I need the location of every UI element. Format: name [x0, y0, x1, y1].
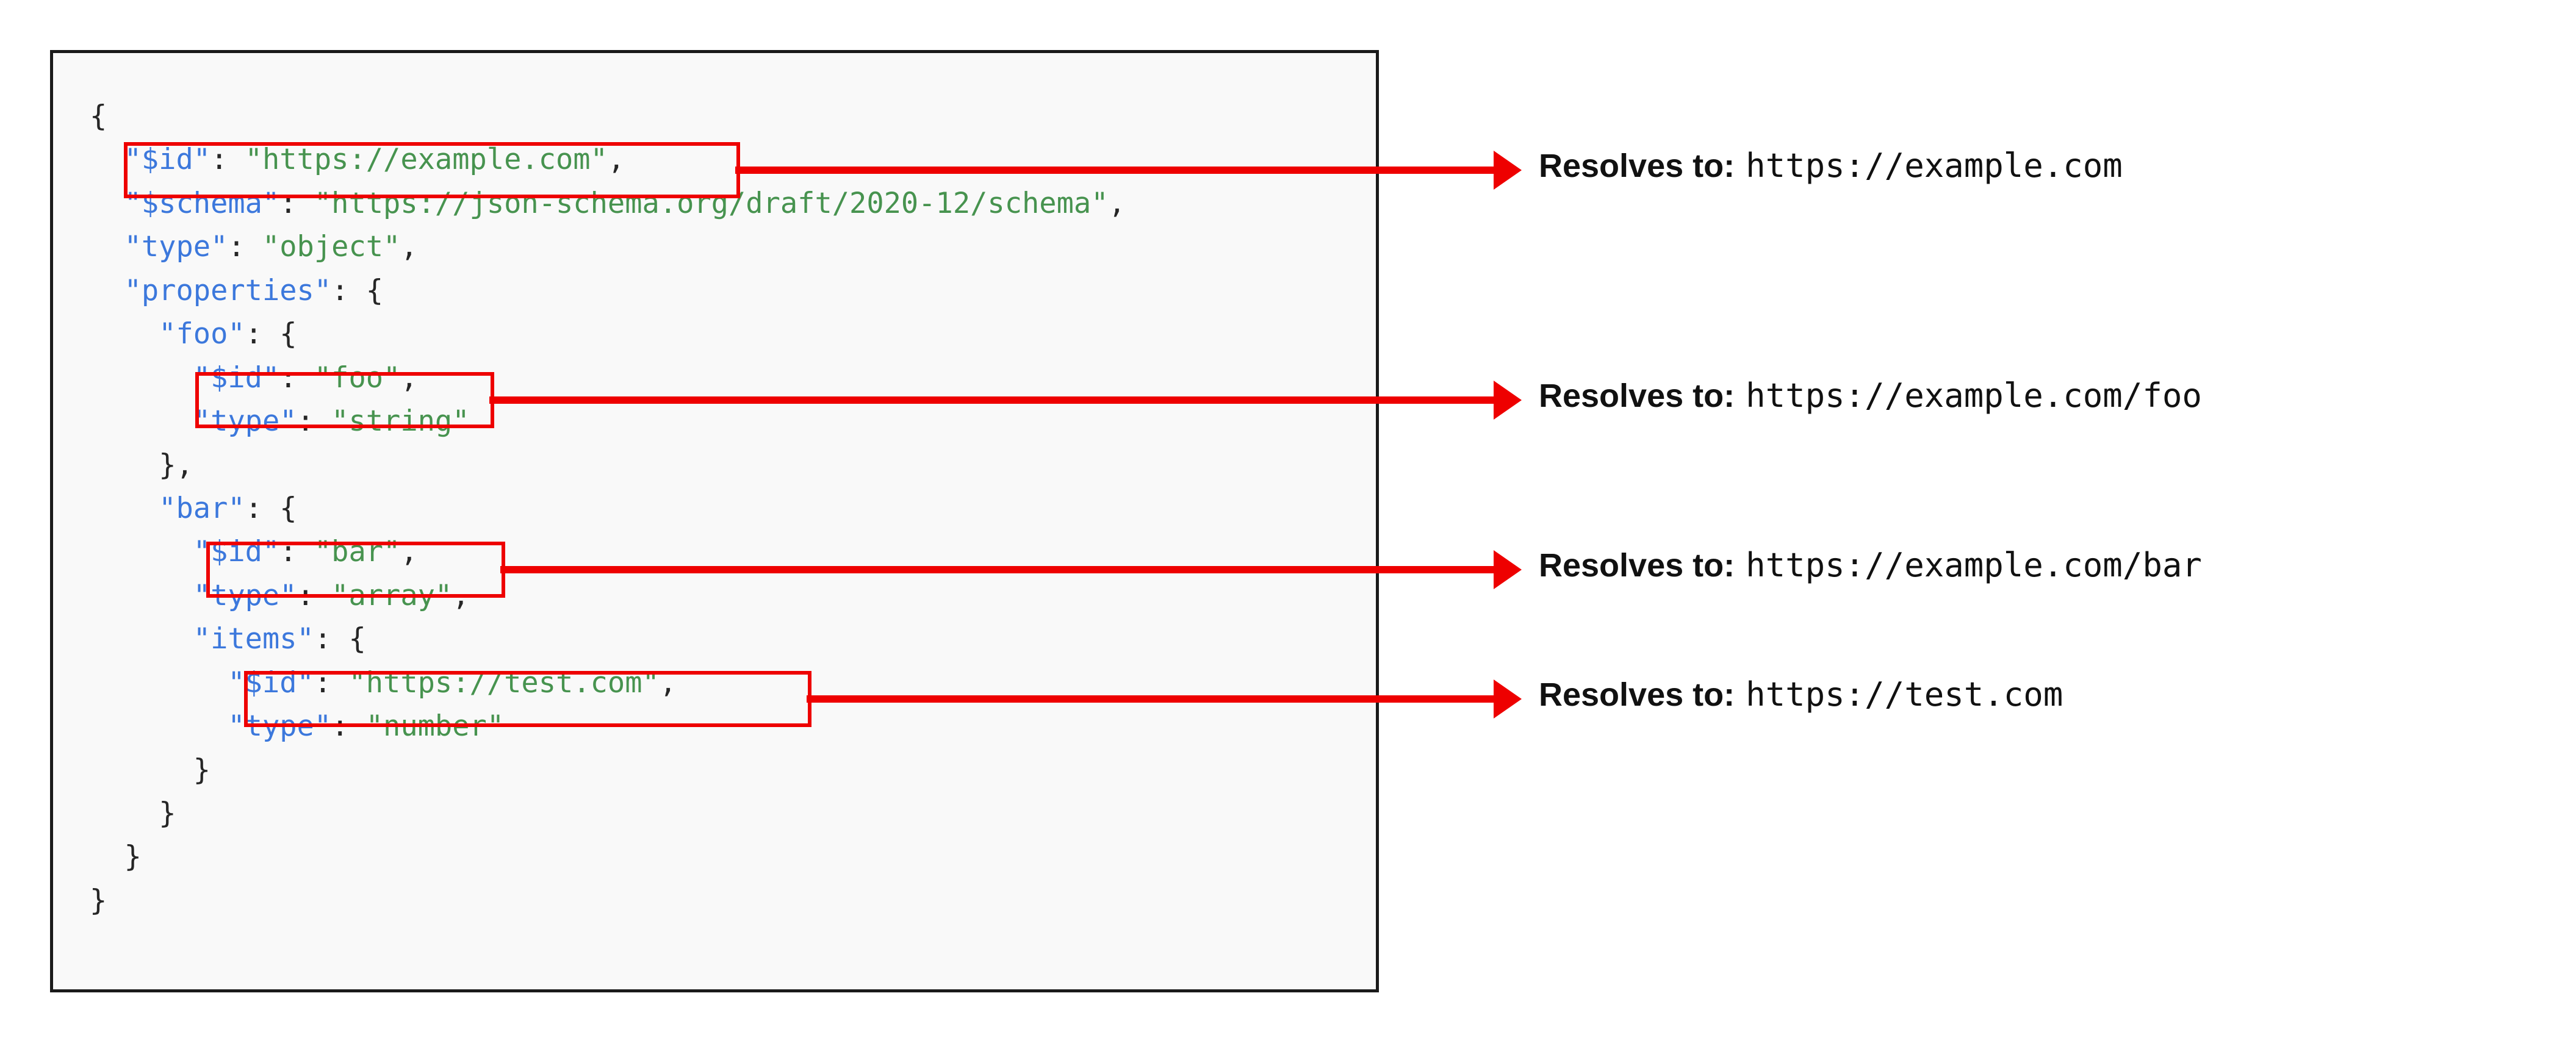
arrow-id-items	[807, 695, 1495, 703]
code-punct: }	[159, 797, 176, 830]
arrow-id-foo	[489, 396, 1495, 404]
resolve-label: Resolves to:	[1539, 378, 1735, 414]
code-punct: : {	[331, 273, 384, 307]
code-punct: : {	[314, 622, 366, 656]
resolve-row-id-foo: Resolves to: https://example.com/foo	[1539, 376, 2202, 415]
code-punct: }	[124, 840, 142, 874]
code-key: "type"	[124, 230, 228, 264]
resolve-url: https://test.com	[1746, 675, 2063, 714]
code-punct: {	[90, 99, 107, 133]
code-punct: :	[279, 186, 314, 220]
code-key: "foo"	[159, 317, 245, 351]
code-punct: :	[279, 360, 314, 395]
code-punct: }	[90, 883, 107, 917]
resolve-label: Resolves to:	[1539, 148, 1735, 184]
code-punct: :	[210, 143, 245, 177]
code-punct: },	[159, 448, 193, 482]
code-punct: ,	[1108, 186, 1126, 220]
resolve-url: https://example.com/bar	[1746, 546, 2202, 584]
code-key: "items"	[193, 622, 314, 656]
resolve-url: https://example.com/foo	[1746, 376, 2202, 415]
resolve-row-id-root: Resolves to: https://example.com	[1539, 146, 2123, 185]
code-key: "properties"	[124, 273, 332, 307]
code-key: "$id"	[124, 143, 211, 177]
resolve-row-id-items: Resolves to: https://test.com	[1539, 675, 2063, 714]
highlight-box-id-bar	[206, 542, 505, 598]
code-string: "foo"	[314, 360, 401, 395]
code-punct: ,	[607, 143, 625, 177]
code-punct: }	[193, 753, 211, 787]
code-punct: : {	[245, 317, 297, 351]
resolve-label: Resolves to:	[1539, 676, 1735, 713]
code-string: "bar"	[314, 535, 401, 569]
code-punct: :	[228, 230, 262, 264]
code-key: "bar"	[159, 491, 245, 525]
code-key: "$schema"	[124, 186, 280, 220]
resolve-url: https://example.com	[1746, 146, 2123, 185]
json-code-block: { "$id": "https://example.com", "$schema…	[90, 95, 1126, 922]
code-punct: : {	[245, 491, 297, 525]
code-punct: :	[279, 535, 314, 569]
code-string: "string"	[331, 404, 470, 439]
highlight-box-id-foo	[195, 372, 494, 428]
highlight-box-id-items	[244, 671, 811, 727]
code-punct: ,	[400, 230, 418, 264]
arrow-id-root	[735, 167, 1495, 174]
json-code-panel: { "$id": "https://example.com", "$schema…	[50, 50, 1379, 992]
resolve-label: Resolves to:	[1539, 547, 1735, 584]
code-key: "type"	[193, 404, 297, 439]
code-string: "https://example.com"	[245, 143, 608, 177]
resolve-row-id-bar: Resolves to: https://example.com/bar	[1539, 546, 2202, 584]
code-punct: ,	[400, 360, 418, 395]
code-punct: :	[297, 404, 332, 439]
arrow-id-bar	[500, 566, 1495, 573]
code-string: "https://json-schema.org/draft/2020-12/s…	[314, 186, 1109, 220]
code-punct: ,	[400, 535, 418, 569]
code-string: "object"	[262, 230, 401, 264]
code-key: "$id"	[193, 360, 280, 395]
highlight-box-id-root	[124, 142, 740, 198]
